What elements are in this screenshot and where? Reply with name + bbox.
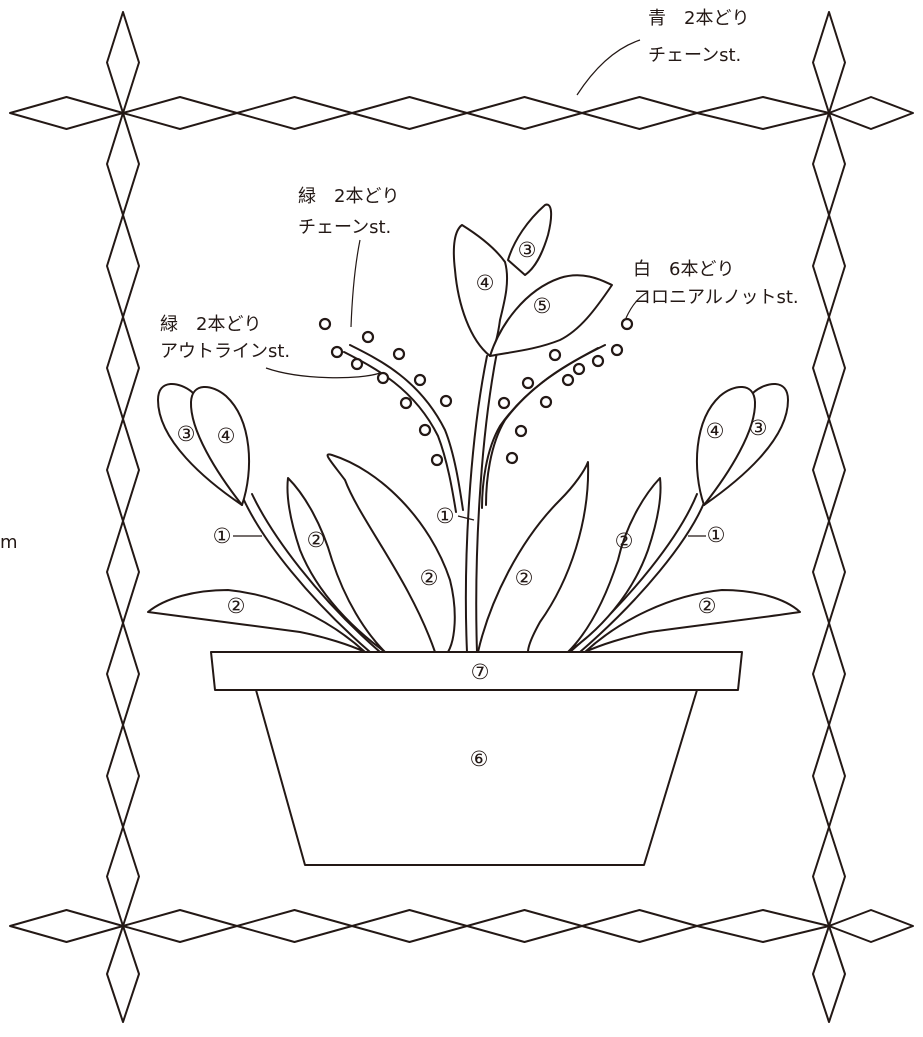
pot-body bbox=[255, 689, 698, 866]
label-pot-body-6: ⑥ bbox=[470, 747, 489, 771]
colonial-knot bbox=[376, 371, 390, 385]
colonial-knots-right bbox=[497, 317, 634, 465]
knot-note-line2: コロニアルノットst. bbox=[633, 287, 799, 308]
colonial-knot bbox=[399, 396, 413, 410]
colonial-knot bbox=[439, 394, 453, 408]
leaf-far-right bbox=[584, 589, 801, 653]
label-tulip-3: ③ bbox=[518, 238, 537, 262]
leader-lines bbox=[233, 39, 706, 537]
border-frame bbox=[9, 11, 914, 1023]
colonial-knot bbox=[610, 343, 624, 357]
knot-note-line1: 白 6本どり bbox=[633, 259, 734, 280]
colonial-knot bbox=[561, 373, 575, 387]
center-stem bbox=[464, 355, 488, 653]
colonial-knots-left bbox=[318, 317, 453, 467]
label-pot-rim-7: ⑦ bbox=[471, 660, 490, 684]
top-border-row bbox=[9, 96, 914, 130]
colonial-knot bbox=[521, 376, 535, 390]
label-right-bud-4: ④ bbox=[706, 419, 725, 443]
left-bud-stem bbox=[242, 497, 371, 653]
colonial-knot bbox=[539, 395, 553, 409]
border-note-line2: チェーンst. bbox=[648, 45, 741, 66]
colonial-knot bbox=[620, 317, 634, 331]
colonial-knot bbox=[591, 354, 605, 368]
right-bud-petal-4 bbox=[696, 386, 757, 506]
label-leaf-right-narrow: ② bbox=[615, 529, 634, 553]
colonial-knot bbox=[330, 345, 344, 359]
leaf-far-left bbox=[147, 589, 366, 653]
label-left-stem-1: ① bbox=[213, 524, 232, 548]
label-center-stem-1: ① bbox=[436, 504, 455, 528]
left-border-column bbox=[106, 11, 140, 1023]
colonial-knot bbox=[572, 362, 586, 376]
colonial-knot bbox=[497, 396, 511, 410]
colonial-knot bbox=[505, 451, 519, 465]
right-border-column bbox=[812, 11, 846, 1023]
label-leaf-far-right: ② bbox=[698, 594, 717, 618]
label-leaf-left-narrow: ② bbox=[307, 528, 326, 552]
colonial-knot bbox=[430, 453, 444, 467]
colonial-knot bbox=[350, 357, 364, 371]
stem-note-line1: 緑 2本どり bbox=[298, 186, 399, 207]
leaf-right-center bbox=[477, 461, 590, 653]
colonial-knot bbox=[392, 347, 406, 361]
colonial-knot bbox=[418, 423, 432, 437]
label-leaf-far-left: ② bbox=[227, 594, 246, 618]
tulip-petal-3 bbox=[507, 203, 553, 276]
label-leaf-right-center: ② bbox=[515, 566, 534, 590]
label-tulip-5: ⑤ bbox=[533, 294, 552, 318]
outline-note-line2: アウトラインst. bbox=[160, 341, 290, 362]
label-right-bud-3: ③ bbox=[749, 416, 768, 440]
right-bud-stem bbox=[579, 497, 707, 653]
outline-note-line1: 緑 2本どり bbox=[160, 314, 261, 335]
plant bbox=[147, 203, 801, 653]
leaf-left-center bbox=[326, 453, 456, 653]
border-note-line1: 青 2本どり bbox=[648, 8, 749, 29]
label-left-bud-3: ③ bbox=[177, 422, 196, 446]
tulip-petal-4 bbox=[452, 224, 509, 357]
label-leaf-left-center: ② bbox=[420, 566, 439, 590]
left-branch-outline bbox=[349, 344, 464, 511]
leaf-right-narrow bbox=[567, 477, 662, 653]
colonial-knot bbox=[514, 424, 528, 438]
label-left-bud-4: ④ bbox=[217, 424, 236, 448]
leaf-left-narrow bbox=[286, 477, 386, 653]
colonial-knot bbox=[413, 373, 427, 387]
stem-note-line2: チェーンst. bbox=[298, 217, 391, 238]
colonial-knot bbox=[361, 330, 375, 344]
colonial-knot bbox=[548, 348, 562, 362]
tulip-petal-5 bbox=[489, 274, 613, 357]
edge-mark: m bbox=[0, 532, 18, 553]
bottom-border-row bbox=[9, 909, 914, 943]
label-tulip-4: ④ bbox=[476, 271, 495, 295]
flower-pot bbox=[210, 651, 743, 866]
pot-rim bbox=[210, 651, 743, 691]
label-right-stem-1: ① bbox=[707, 523, 726, 547]
left-bud-petal-4 bbox=[189, 386, 250, 506]
colonial-knot bbox=[318, 317, 332, 331]
